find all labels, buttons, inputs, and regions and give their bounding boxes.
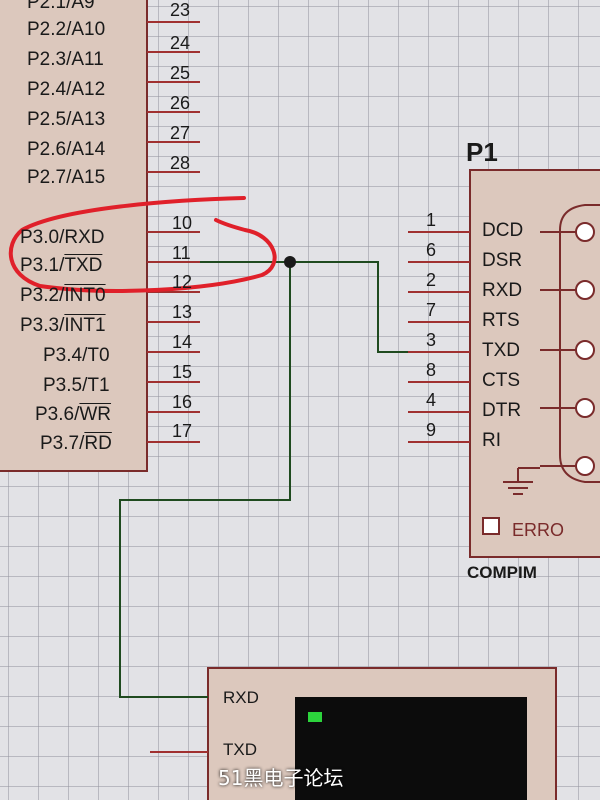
compim-pin-dsr: DSR	[482, 250, 523, 271]
compim-pin-number: 6	[426, 240, 437, 260]
pin-number: 13	[172, 302, 193, 322]
pin-number: 23	[170, 0, 191, 20]
compim-pin-cts: CTS	[482, 370, 520, 391]
compim-pin-rts: RTS	[482, 310, 520, 331]
pin-number: 25	[170, 63, 191, 83]
terminal-screen	[295, 697, 527, 800]
pin-label-p3-5: P3.5/T1	[43, 375, 110, 396]
error-checkbox	[482, 517, 500, 535]
pin-label-p2-4: P2.4/A12	[27, 79, 106, 100]
compim-pin-number: 4	[426, 390, 437, 410]
terminal-pin-txd: TXD	[223, 740, 257, 759]
pin-label-p3-3: P3.3/INT1	[20, 315, 106, 336]
compim-pin-txd: TXD	[482, 340, 520, 361]
pin-number: 12	[172, 272, 193, 292]
pin-label-p3-1: P3.1/TXD	[20, 255, 103, 276]
pin-label-p2-6: P2.6/A14	[27, 139, 106, 160]
red-annotation-circle	[8, 196, 277, 293]
pin-number: 11	[172, 243, 191, 263]
pin-label-p2-5: P2.5/A13	[27, 109, 106, 130]
compim-error-label: ERRO	[512, 520, 565, 540]
mcu-pin-stubs	[147, 21, 200, 443]
pin-label-p3-7: P3.7/RD	[40, 433, 112, 454]
pin-label-p2-1: P2.1/A9	[27, 0, 95, 13]
pin-number: 16	[172, 392, 193, 412]
compim-pin-number: 8	[426, 360, 437, 380]
pin-number: 17	[172, 421, 193, 441]
pin-number: 15	[172, 362, 193, 382]
compim-pin-ri: RI	[482, 430, 501, 451]
compim-pin-number: 1	[426, 210, 437, 230]
compim-part-name: COMPIM	[467, 563, 537, 582]
pin-number: 24	[170, 33, 191, 53]
compim-pin-dcd: DCD	[482, 220, 524, 241]
terminal-pin-rxd: RXD	[223, 688, 259, 707]
pin-number: 10	[172, 213, 193, 233]
compim-pin-dtr: DTR	[482, 400, 522, 421]
compim-pin-stubs	[408, 231, 470, 443]
pin-number: 14	[172, 332, 193, 352]
compim-pin-number: 7	[426, 300, 437, 320]
pin-label-p3-2: P3.2/INT0	[20, 285, 106, 306]
compim-ref-label: P1	[466, 137, 498, 167]
pin-label-p3-4: P3.4/T0	[43, 345, 110, 366]
wires	[119, 261, 408, 698]
terminal-led	[308, 712, 322, 722]
pin-label-p2-3: P2.3/A11	[27, 49, 104, 70]
db9-connector-graphic	[540, 204, 600, 483]
forum-watermark: 51黑电子论坛	[218, 766, 344, 790]
pin-label-p2-2: P2.2/A10	[27, 19, 106, 40]
compim-pin-rxd: RXD	[482, 280, 523, 301]
pin-label-p3-6: P3.6/WR	[35, 404, 112, 425]
compim-pin-number: 2	[426, 270, 437, 290]
wire-junction	[284, 256, 296, 268]
pin-number: 28	[170, 153, 191, 173]
pin-label-p2-7: P2.7/A15	[27, 167, 106, 188]
pin-label-p3-0: P3.0/RXD	[20, 227, 105, 248]
pin-number: 26	[170, 93, 191, 113]
pin-number: 27	[170, 123, 191, 143]
mcu-body	[0, 0, 148, 472]
compim-pin-number: 3	[426, 330, 437, 350]
compim-pin-number: 9	[426, 420, 437, 440]
ground-symbol	[503, 467, 540, 495]
